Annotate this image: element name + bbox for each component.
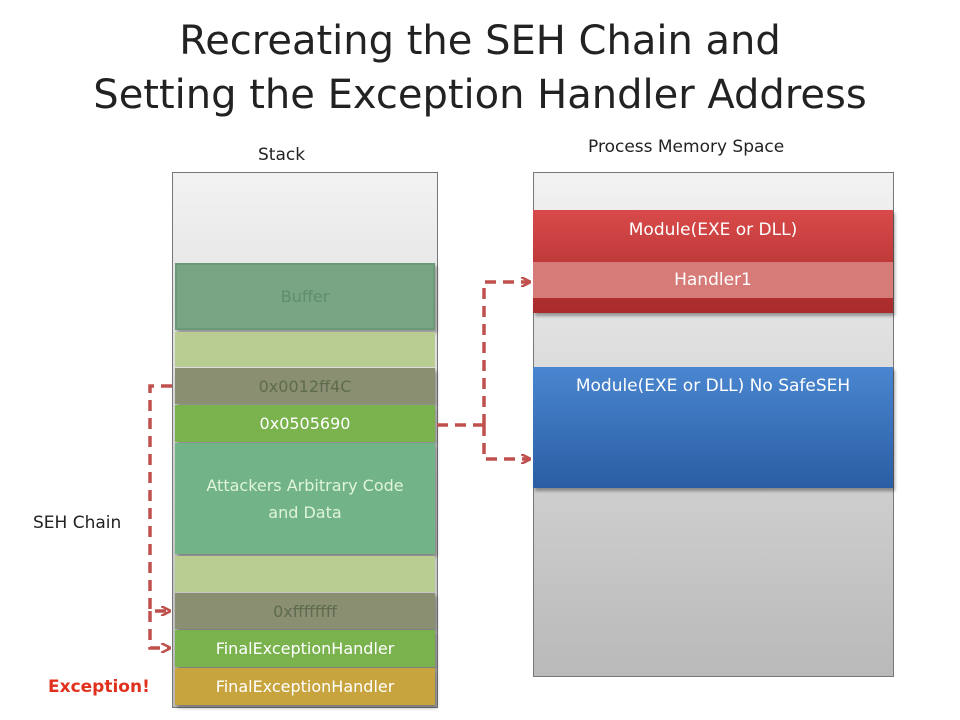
arrow-to-no-safeseh-module [482, 425, 530, 459]
seh-chain-arrow-to-end [148, 384, 172, 611]
stack-filler-lower [175, 556, 435, 592]
arrow-to-handler1 [482, 282, 530, 425]
exception-label: Exception! [48, 677, 150, 697]
module-no-safeseh-block: Module(EXE or DLL) No SafeSEH [533, 367, 893, 488]
process-memory-label: Process Memory Space [588, 137, 785, 157]
stack-buffer: Buffer [175, 263, 435, 330]
seh-chain-label: SEH Chain [33, 513, 122, 533]
stack-next-seh: 0x0012ff4C [175, 368, 435, 404]
seh-chain-arrow-to-final [148, 611, 170, 648]
slide-title: Recreating the SEH Chain and Setting the… [0, 14, 960, 122]
stack-label: Stack [258, 145, 306, 165]
title-line-1: Recreating the SEH Chain and [179, 18, 781, 64]
stack-handler-address: 0x0505690 [175, 405, 435, 442]
stack-final-handler-green: FinalExceptionHandler [175, 630, 435, 667]
stack-end-marker: 0xffffffff [175, 593, 435, 629]
handler1-block: Handler1 [533, 262, 893, 298]
stack-final-handler-gold: FinalExceptionHandler [175, 668, 435, 705]
stack-filler-upper [175, 332, 435, 367]
title-line-2: Setting the Exception Handler Address [93, 72, 867, 118]
stack-attacker-payload: Attackers Arbitrary Code and Data [175, 443, 435, 554]
